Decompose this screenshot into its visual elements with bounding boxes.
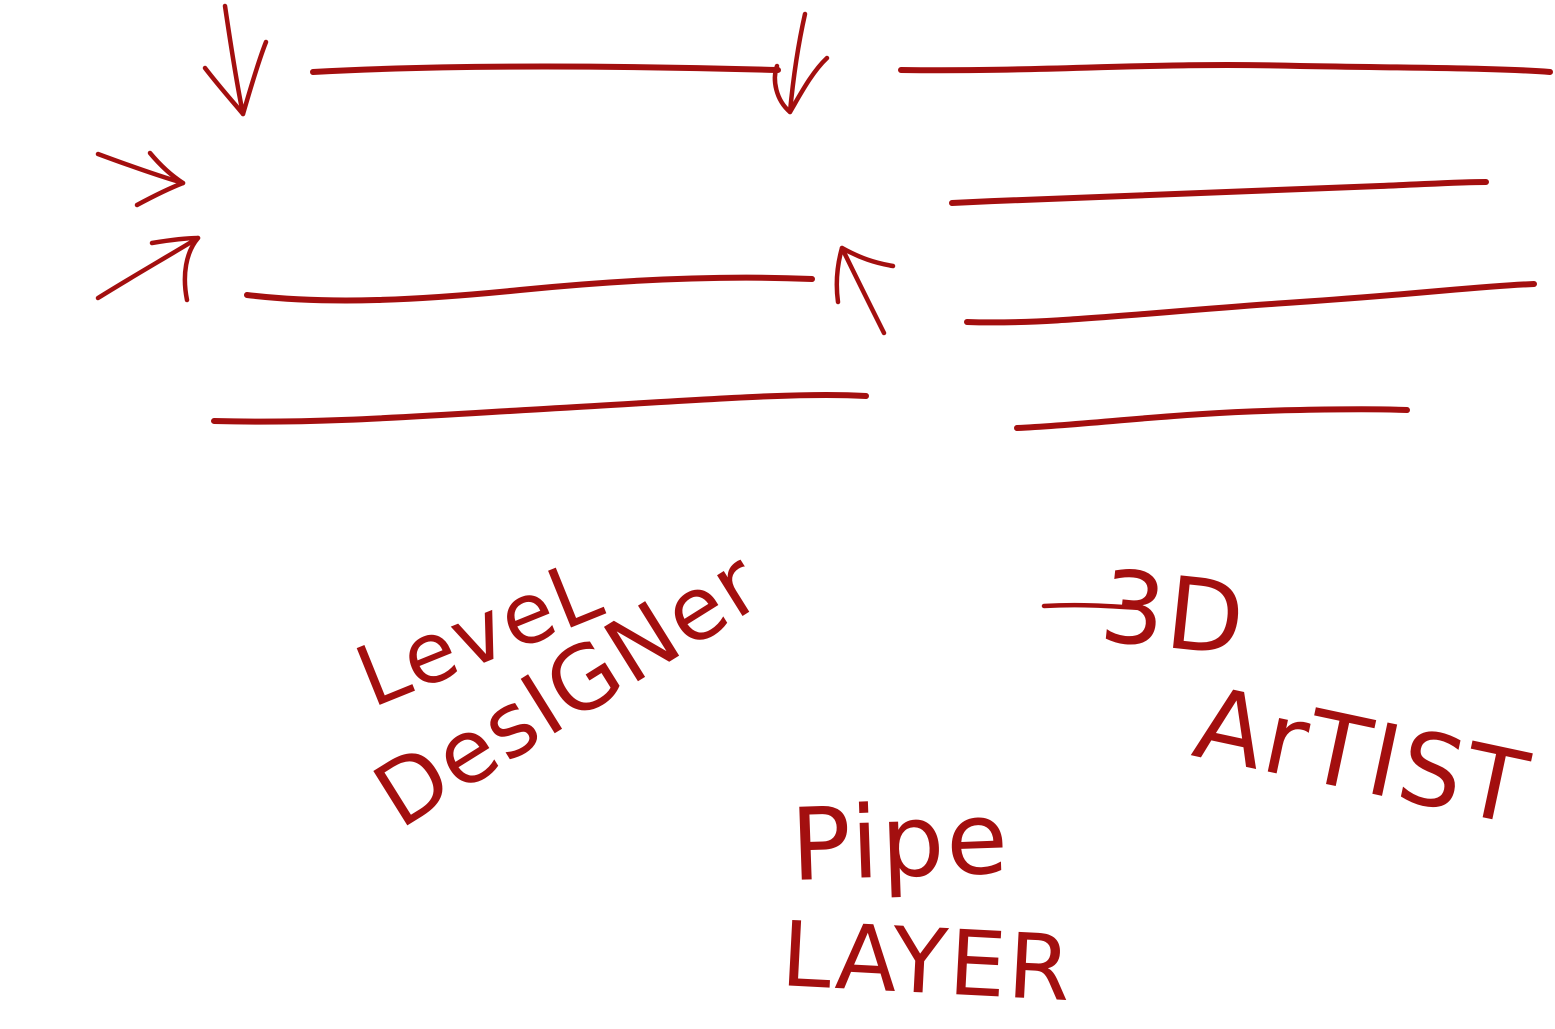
arrow-up-icon <box>834 245 896 336</box>
arrow-right-icon <box>95 150 186 208</box>
label-layer: LAYER <box>779 902 1075 1022</box>
arrow-down-icon <box>772 11 830 115</box>
left-stroke-1 <box>310 63 781 75</box>
left-strokes <box>211 63 869 425</box>
right-stroke-2 <box>949 179 1489 206</box>
label-3d-dash <box>1041 602 1143 611</box>
left-stroke-3 <box>211 391 869 425</box>
label-3d: 3D <box>1095 548 1251 679</box>
left-stroke-2 <box>244 274 815 304</box>
label-pipe: Pipe <box>789 779 1012 904</box>
arrows <box>95 3 896 336</box>
right-strokes <box>898 62 1553 431</box>
right-stroke-3 <box>964 281 1537 326</box>
arrow-up-right-icon <box>95 235 201 303</box>
right-stroke-4 <box>1014 406 1410 431</box>
arrow-down-icon <box>202 3 269 117</box>
label-artist: ArTIST <box>1185 664 1539 848</box>
right-stroke-1 <box>898 62 1553 75</box>
labels: LeveL DesIGNer 3D ArTIST Pipe LAYER <box>343 530 1539 1022</box>
